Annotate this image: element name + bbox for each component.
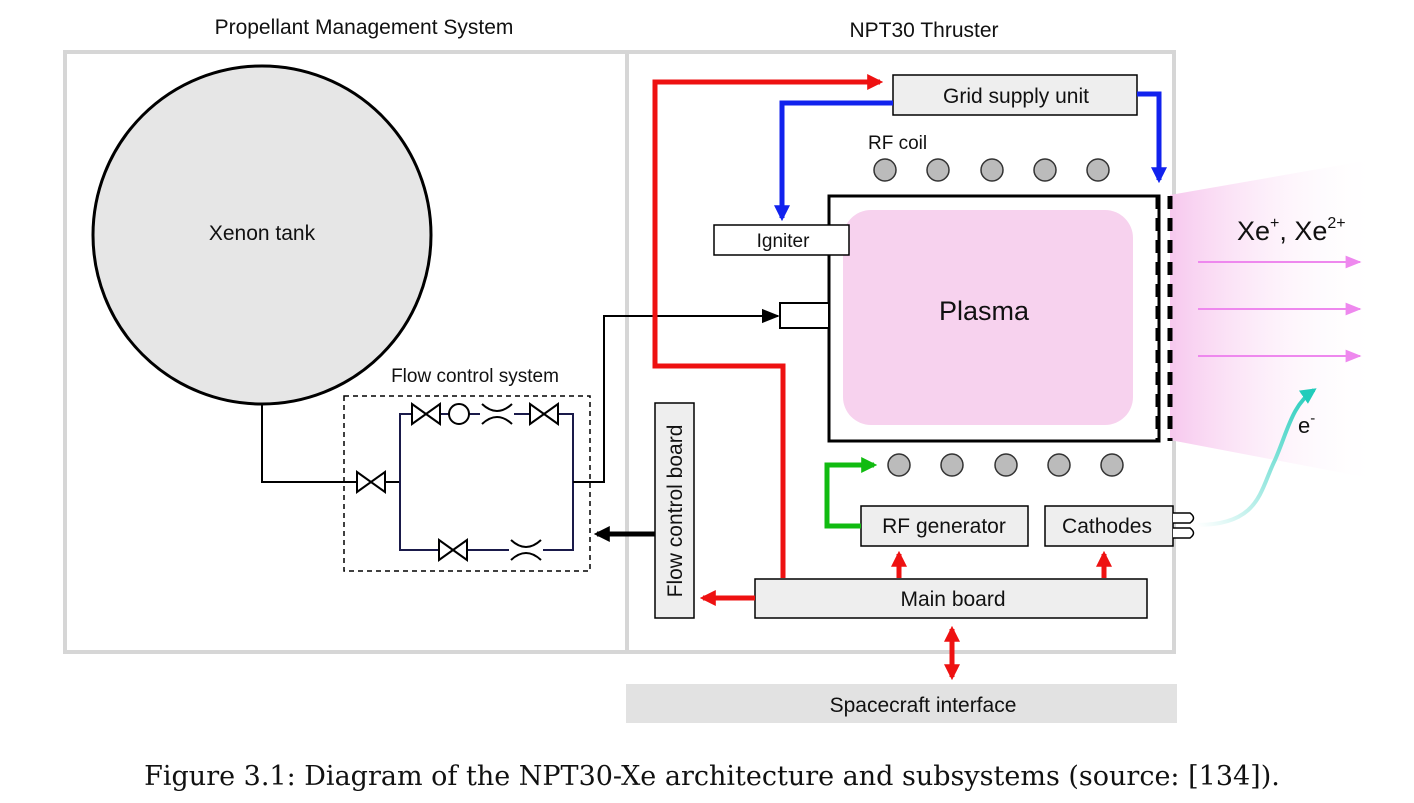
gas-inlet-port <box>779 302 830 329</box>
restrictor-bottom-icon <box>509 536 543 564</box>
inlet-valve-icon <box>356 470 386 494</box>
thruster-title: NPT30 Thruster <box>850 19 999 42</box>
figure-caption: Figure 3.1: Diagram of the NPT30-Xe arch… <box>144 761 1280 792</box>
spacecraft-interface <box>626 684 1177 723</box>
propellant-feed-line <box>573 308 780 483</box>
power-line-gsu <box>652 73 884 578</box>
cathodes-label: Cathodes <box>1062 515 1152 538</box>
grid-supply-unit-label: Grid supply unit <box>943 85 1089 108</box>
gsu-to-igniter-line <box>773 100 893 222</box>
plasma-region <box>843 210 1133 425</box>
tank-pipe <box>261 404 357 483</box>
pms-title: Propellant Management System <box>215 16 514 39</box>
ion-species-label: Xe+, Xe2+ <box>1237 215 1346 246</box>
plasma-label: Plasma <box>939 296 1030 326</box>
rf-generator-label: RF generator <box>882 515 1006 538</box>
regulator-icon <box>448 403 470 425</box>
valve-top-1-icon <box>411 402 441 426</box>
rf-coil-top <box>873 158 1110 182</box>
cathode-nozzles-icon <box>1173 512 1195 539</box>
main-board <box>754 578 1148 619</box>
flow-control-board <box>654 402 695 619</box>
flow-control-board-label: Flow control board <box>664 425 687 598</box>
valve-bottom-icon <box>438 538 468 562</box>
electron-stream <box>1196 388 1317 527</box>
gsu-to-grids-line <box>1137 91 1168 184</box>
grid-supply-unit <box>892 74 1138 116</box>
rf-coil-label: RF coil <box>868 133 927 154</box>
plume <box>1170 160 1380 480</box>
rf-coil-bottom <box>887 453 1124 477</box>
main-board-label: Main board <box>900 588 1005 611</box>
spacecraft-interface-label: Spacecraft interface <box>830 694 1017 717</box>
electron-label: e- <box>1298 410 1315 438</box>
igniter <box>713 224 850 256</box>
rf-to-coil-line <box>824 456 878 529</box>
xenon-tank-label: Xenon tank <box>209 222 316 245</box>
flow-control-system-box <box>343 395 591 572</box>
igniter-label: Igniter <box>757 231 810 252</box>
flow-branch-loop <box>399 413 574 551</box>
restrictor-top-icon <box>480 400 514 428</box>
cathodes <box>1044 505 1174 547</box>
ion-beam <box>1198 255 1362 363</box>
flow-control-system-label: Flow control system <box>391 366 559 387</box>
valve-top-2-icon <box>529 402 559 426</box>
